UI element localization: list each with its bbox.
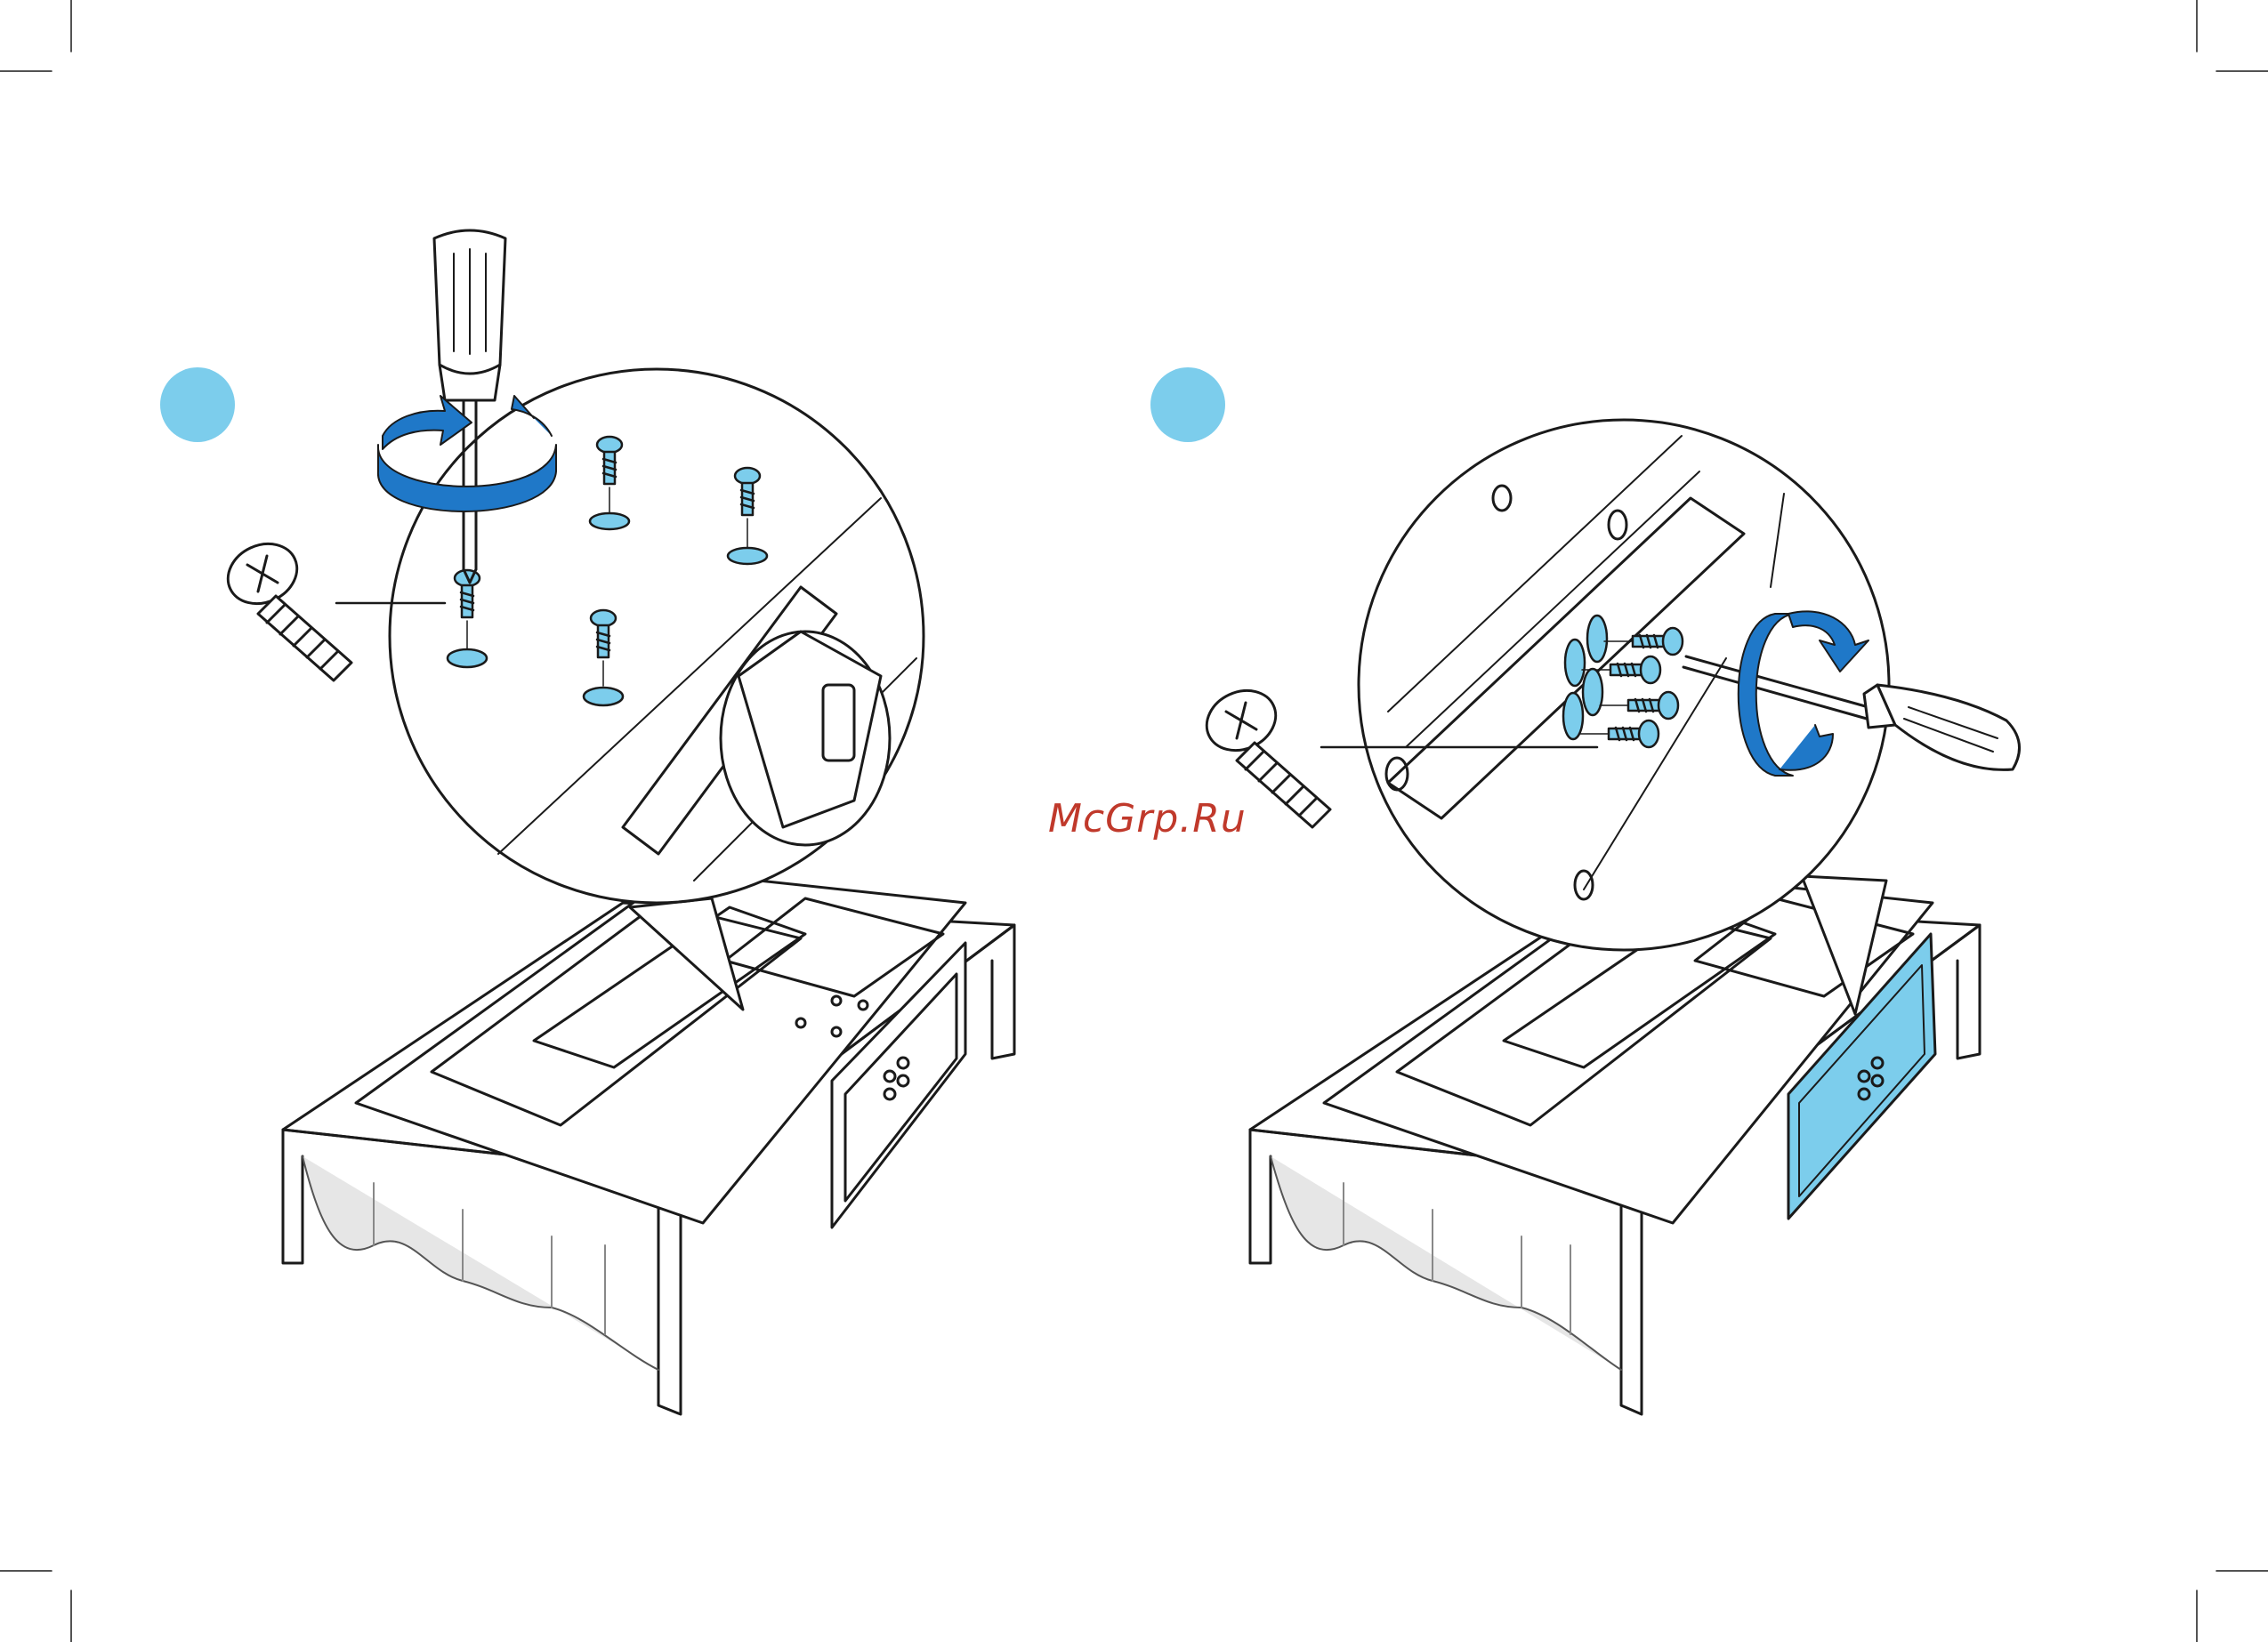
step-1-panel [160, 230, 1014, 1414]
step-2-panel [1150, 367, 2020, 1414]
watermark-text: McGrp.Ru [1048, 796, 1247, 841]
step-2-badge [1150, 367, 1225, 442]
step-1-badge [160, 367, 235, 442]
